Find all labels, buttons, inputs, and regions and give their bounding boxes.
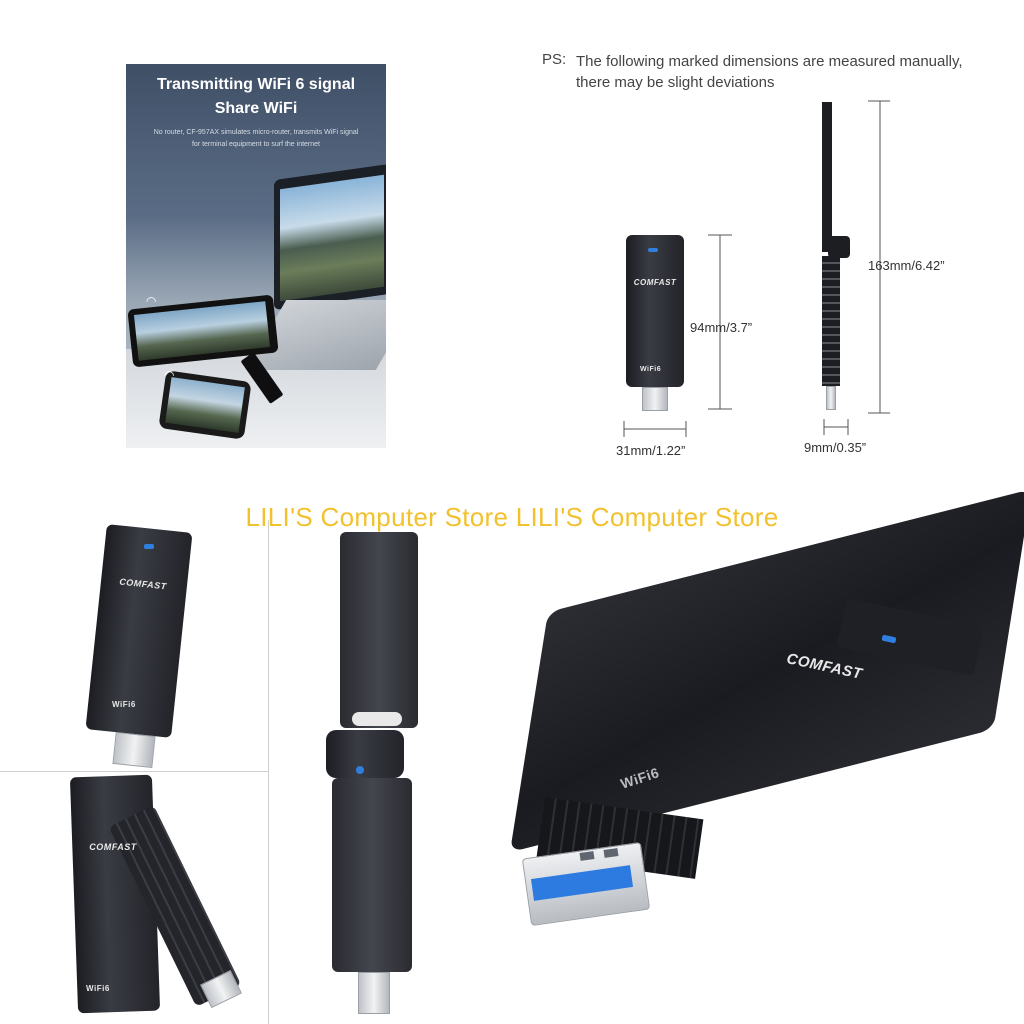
wifi6-badge: WiFi6 — [112, 700, 136, 709]
promo-photo: Transmitting WiFi 6 signal Share WiFi No… — [126, 64, 386, 448]
wifi6-badge: WiFi6 — [640, 366, 662, 373]
wifi-signal-icon: ◠ — [146, 294, 157, 308]
wifi-signal-icon: ◠ — [164, 368, 175, 382]
status-led — [144, 544, 154, 549]
adapter-photo-angled — [85, 524, 193, 738]
promo-title-line2: Share WiFi — [214, 100, 298, 117]
adapter-photo-extended-body — [332, 778, 412, 972]
status-led — [356, 766, 364, 774]
grid-divider — [268, 520, 269, 1024]
thickness-label: 9mm/0.35” — [804, 440, 867, 455]
laptop-mountain-image — [280, 174, 384, 302]
height-folded-label: 94mm/3.7” — [690, 320, 753, 335]
usb-connector — [112, 731, 156, 769]
store-watermark: LILI'S Computer Store LILI'S Computer St… — [245, 502, 779, 532]
note-line2: there may be slight deviations — [576, 74, 775, 91]
dimension-lines-folded — [623, 234, 732, 437]
note-text: The following marked dimensions are meas… — [576, 51, 1006, 93]
adapter-photo-extended-antenna — [340, 532, 418, 728]
promo-subtitle-line1: No router, CF-957AX simulates micro-rout… — [153, 129, 359, 136]
dimension-lines-extended — [823, 100, 890, 435]
promo-subtitle-line2: for terminal equipment to surf the inter… — [191, 141, 320, 148]
note-label: PS: — [542, 51, 567, 68]
usb-connector — [358, 972, 390, 1014]
adapter-front-view — [626, 235, 684, 387]
brand-logo: COMFAST — [633, 278, 677, 287]
grid-divider — [0, 771, 268, 772]
promo-title-line1: Transmitting WiFi 6 signal — [156, 76, 356, 93]
wifi6-badge: WiFi6 — [86, 984, 110, 993]
status-led — [648, 248, 658, 252]
antenna-hinge — [326, 730, 404, 778]
adapter-side-view — [822, 256, 840, 386]
width-label: 31mm/1.22” — [616, 443, 686, 458]
brand-logo: COMFAST — [89, 842, 137, 852]
usb-connector-side — [826, 386, 836, 410]
height-extended-label: 163mm/6.42” — [868, 258, 945, 273]
antenna-hinge — [828, 236, 850, 258]
hinge-cutout — [352, 712, 402, 726]
note-line1: The following marked dimensions are meas… — [576, 53, 963, 70]
antenna-side-view — [822, 102, 832, 252]
adapter-photo-large — [509, 489, 1024, 853]
usb-connector — [642, 387, 668, 411]
